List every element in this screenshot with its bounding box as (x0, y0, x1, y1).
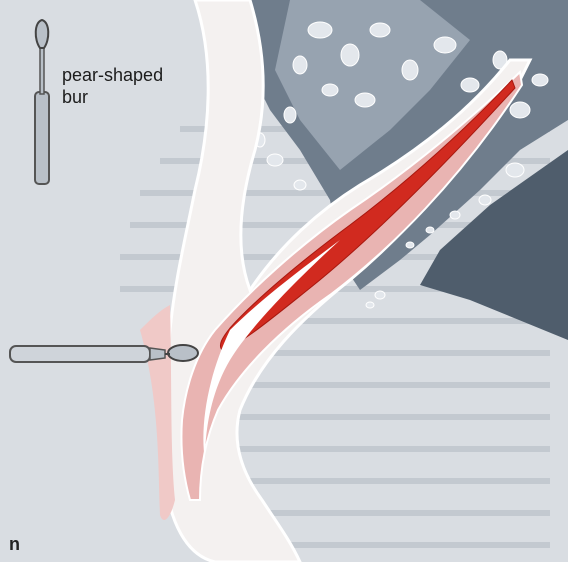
bur-label-line1: pear-shaped (62, 64, 163, 86)
bur-icon (35, 20, 49, 184)
left-gum (140, 305, 175, 520)
bur-label: pear-shaped bur (62, 64, 163, 108)
panel-letter: n (9, 534, 20, 555)
bur-label-line2: bur (62, 86, 163, 108)
